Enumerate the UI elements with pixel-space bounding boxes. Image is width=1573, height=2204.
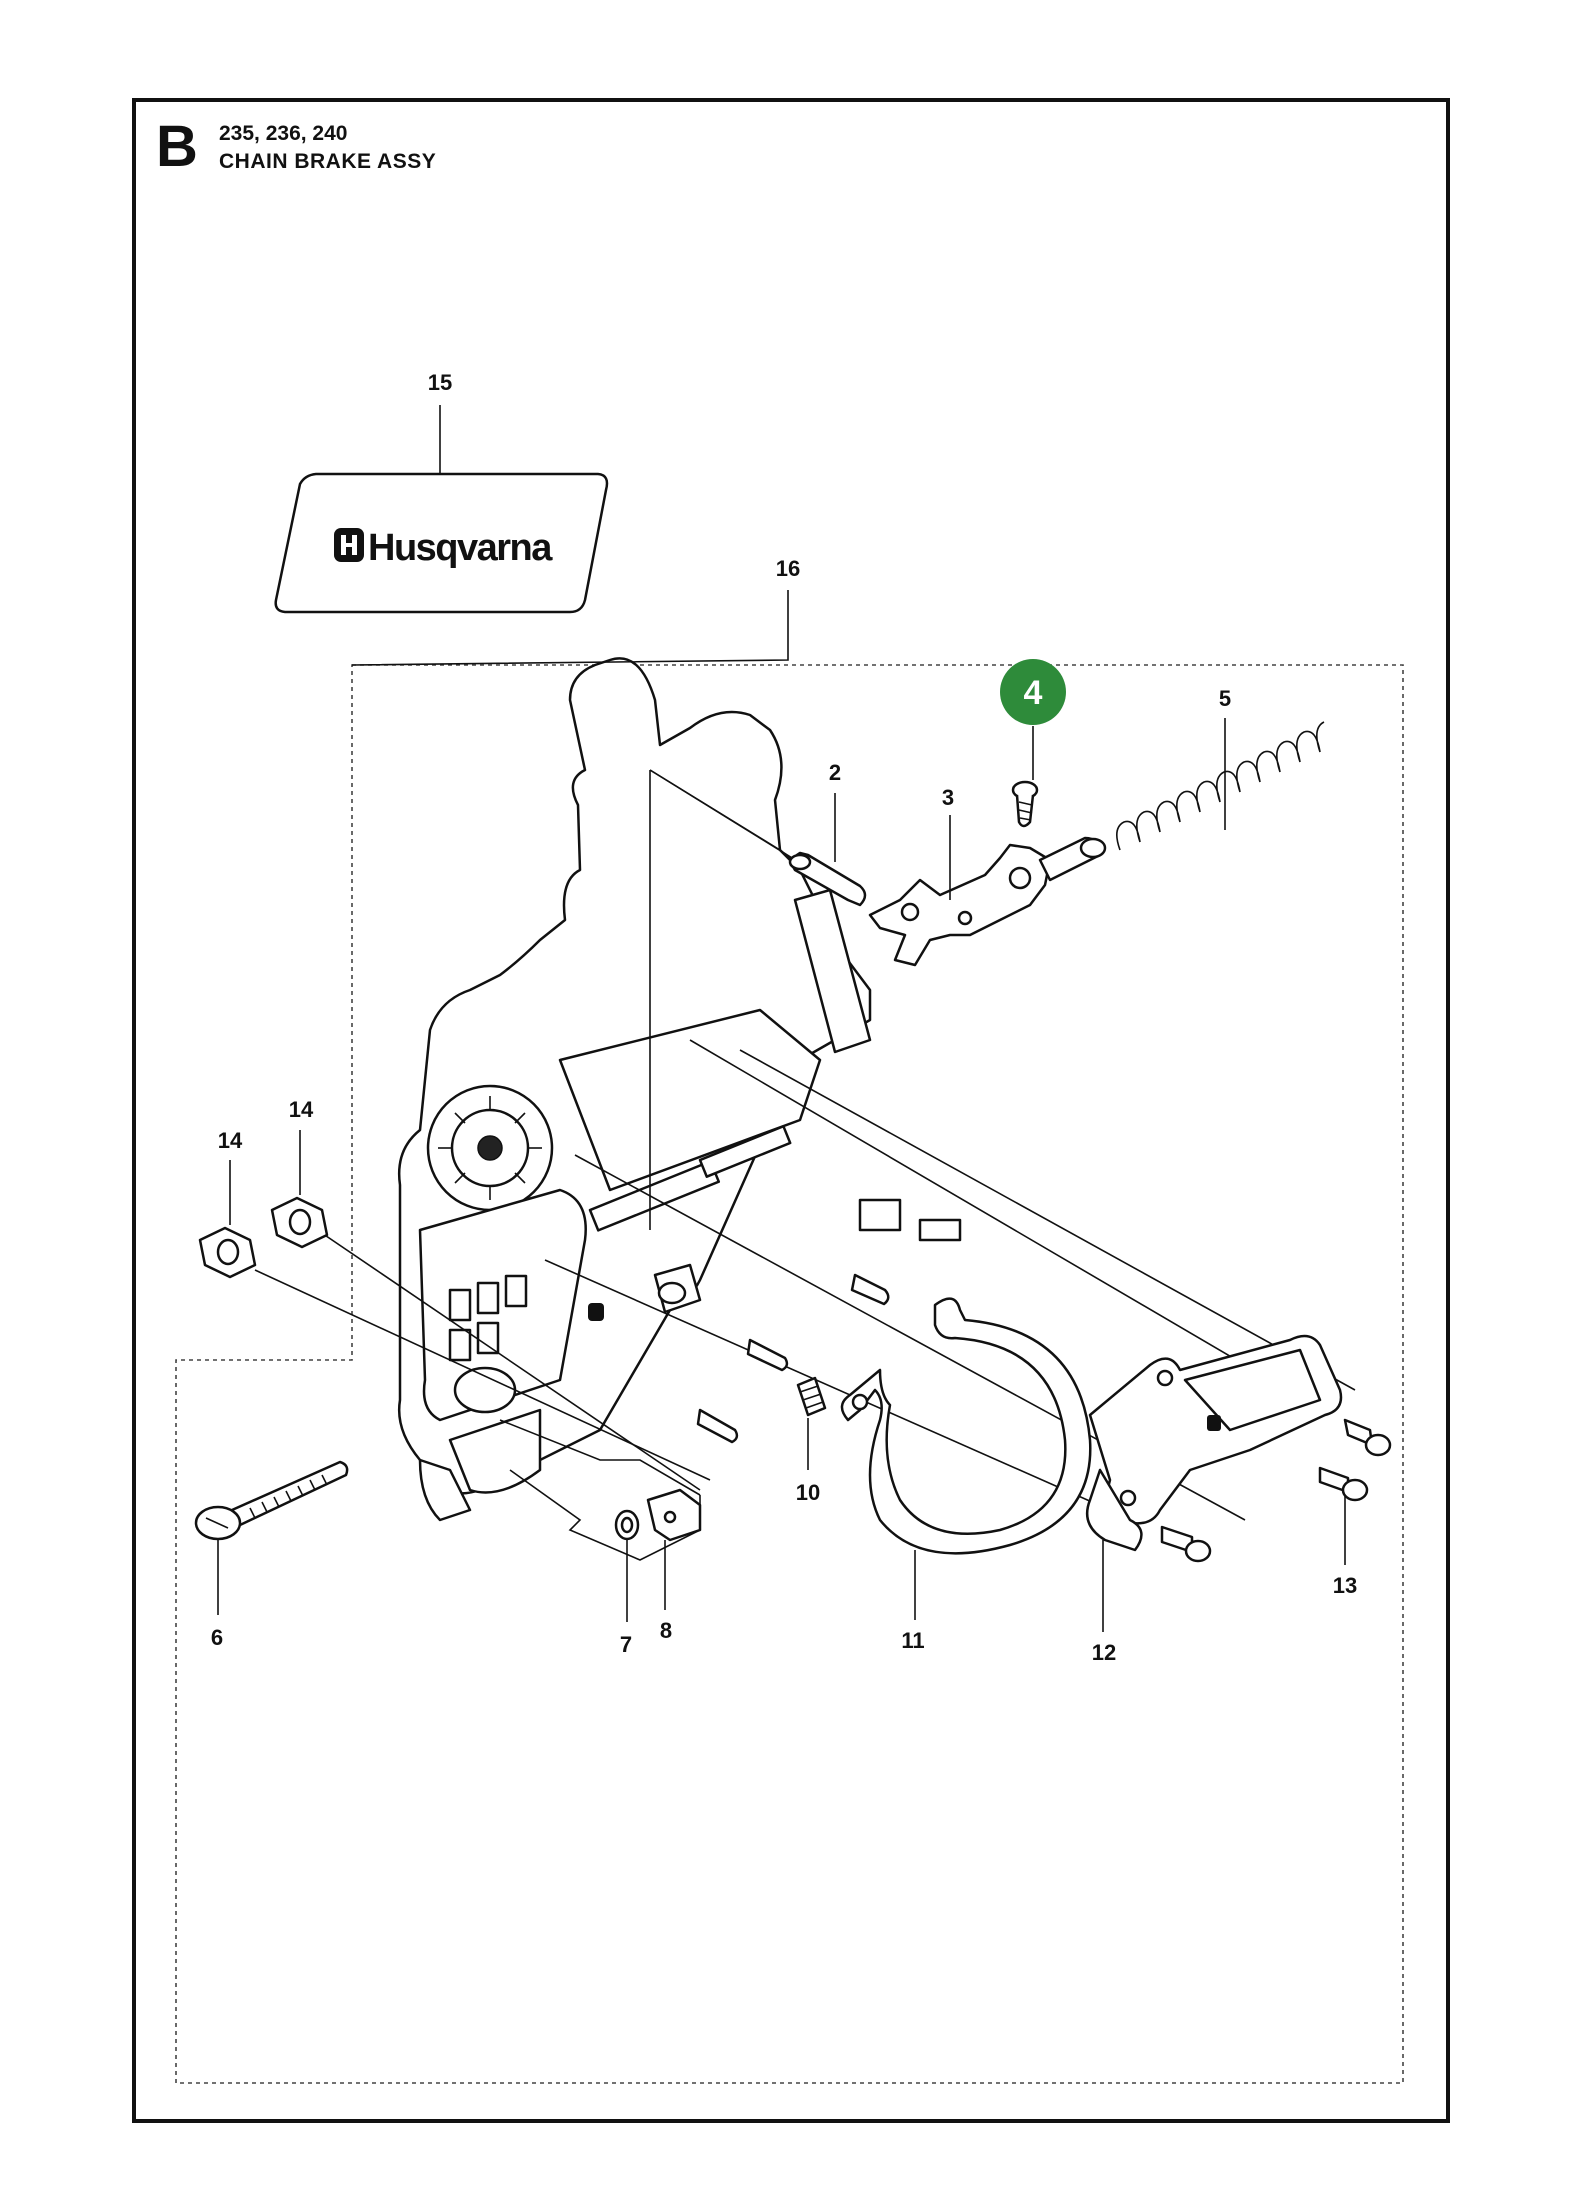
callout-15: 15 [428,370,452,395]
model-numbers: 235, 236, 240 [219,122,348,145]
callout-14-right: 14 [289,1097,314,1122]
part-15-decal[interactable]: Husqvarna [274,472,609,614]
part-2-pin[interactable] [788,851,867,907]
callout-14-left: 14 [218,1128,243,1153]
cover-logo-icon [588,1303,604,1321]
housing-pins [696,1273,890,1444]
bracket-logo-icon [1207,1415,1221,1431]
part-14-nut-right[interactable] [270,1196,329,1249]
clutch-cover-housing [398,657,962,1522]
page-frame [132,98,1450,2123]
part-10-small-spring[interactable] [796,1376,827,1417]
callout-13: 13 [1333,1573,1357,1598]
section-letter: B [156,114,198,179]
part-14-nut-left[interactable] [198,1226,257,1279]
part-4-screw[interactable] [1011,780,1039,828]
callout-7: 7 [620,1632,632,1657]
part-11-brake-band[interactable] [840,1297,1092,1555]
callout-3: 3 [942,785,954,810]
callout-8: 8 [660,1618,672,1643]
part-13-screws[interactable] [1160,1418,1392,1563]
callout-leaders [217,405,1346,1632]
part-7-washer[interactable] [614,1509,640,1541]
callout-5: 5 [1219,686,1231,711]
decal-logo-text: Husqvarna [368,527,553,569]
callout-4: 4 [1024,674,1043,712]
callout-16: 16 [776,556,800,581]
part-12-bracket[interactable] [1085,1334,1343,1552]
callout-11: 11 [901,1628,924,1653]
part-8-clip[interactable] [646,1488,702,1542]
husqvarna-crown-logo-icon [334,528,364,562]
callout-4-highlight: 4 [1000,659,1066,725]
callout-2: 2 [829,760,841,785]
callout-6: 6 [211,1625,223,1650]
assembly-16-boundary [175,664,1404,2084]
part-5-spring[interactable] [1116,721,1325,851]
diagram-title: CHAIN BRAKE ASSY [219,150,437,173]
callout-10: 10 [796,1480,820,1505]
part-6-long-screw[interactable] [194,1460,349,1541]
part-3-lever[interactable] [868,836,1107,967]
callout-12: 12 [1092,1640,1116,1665]
